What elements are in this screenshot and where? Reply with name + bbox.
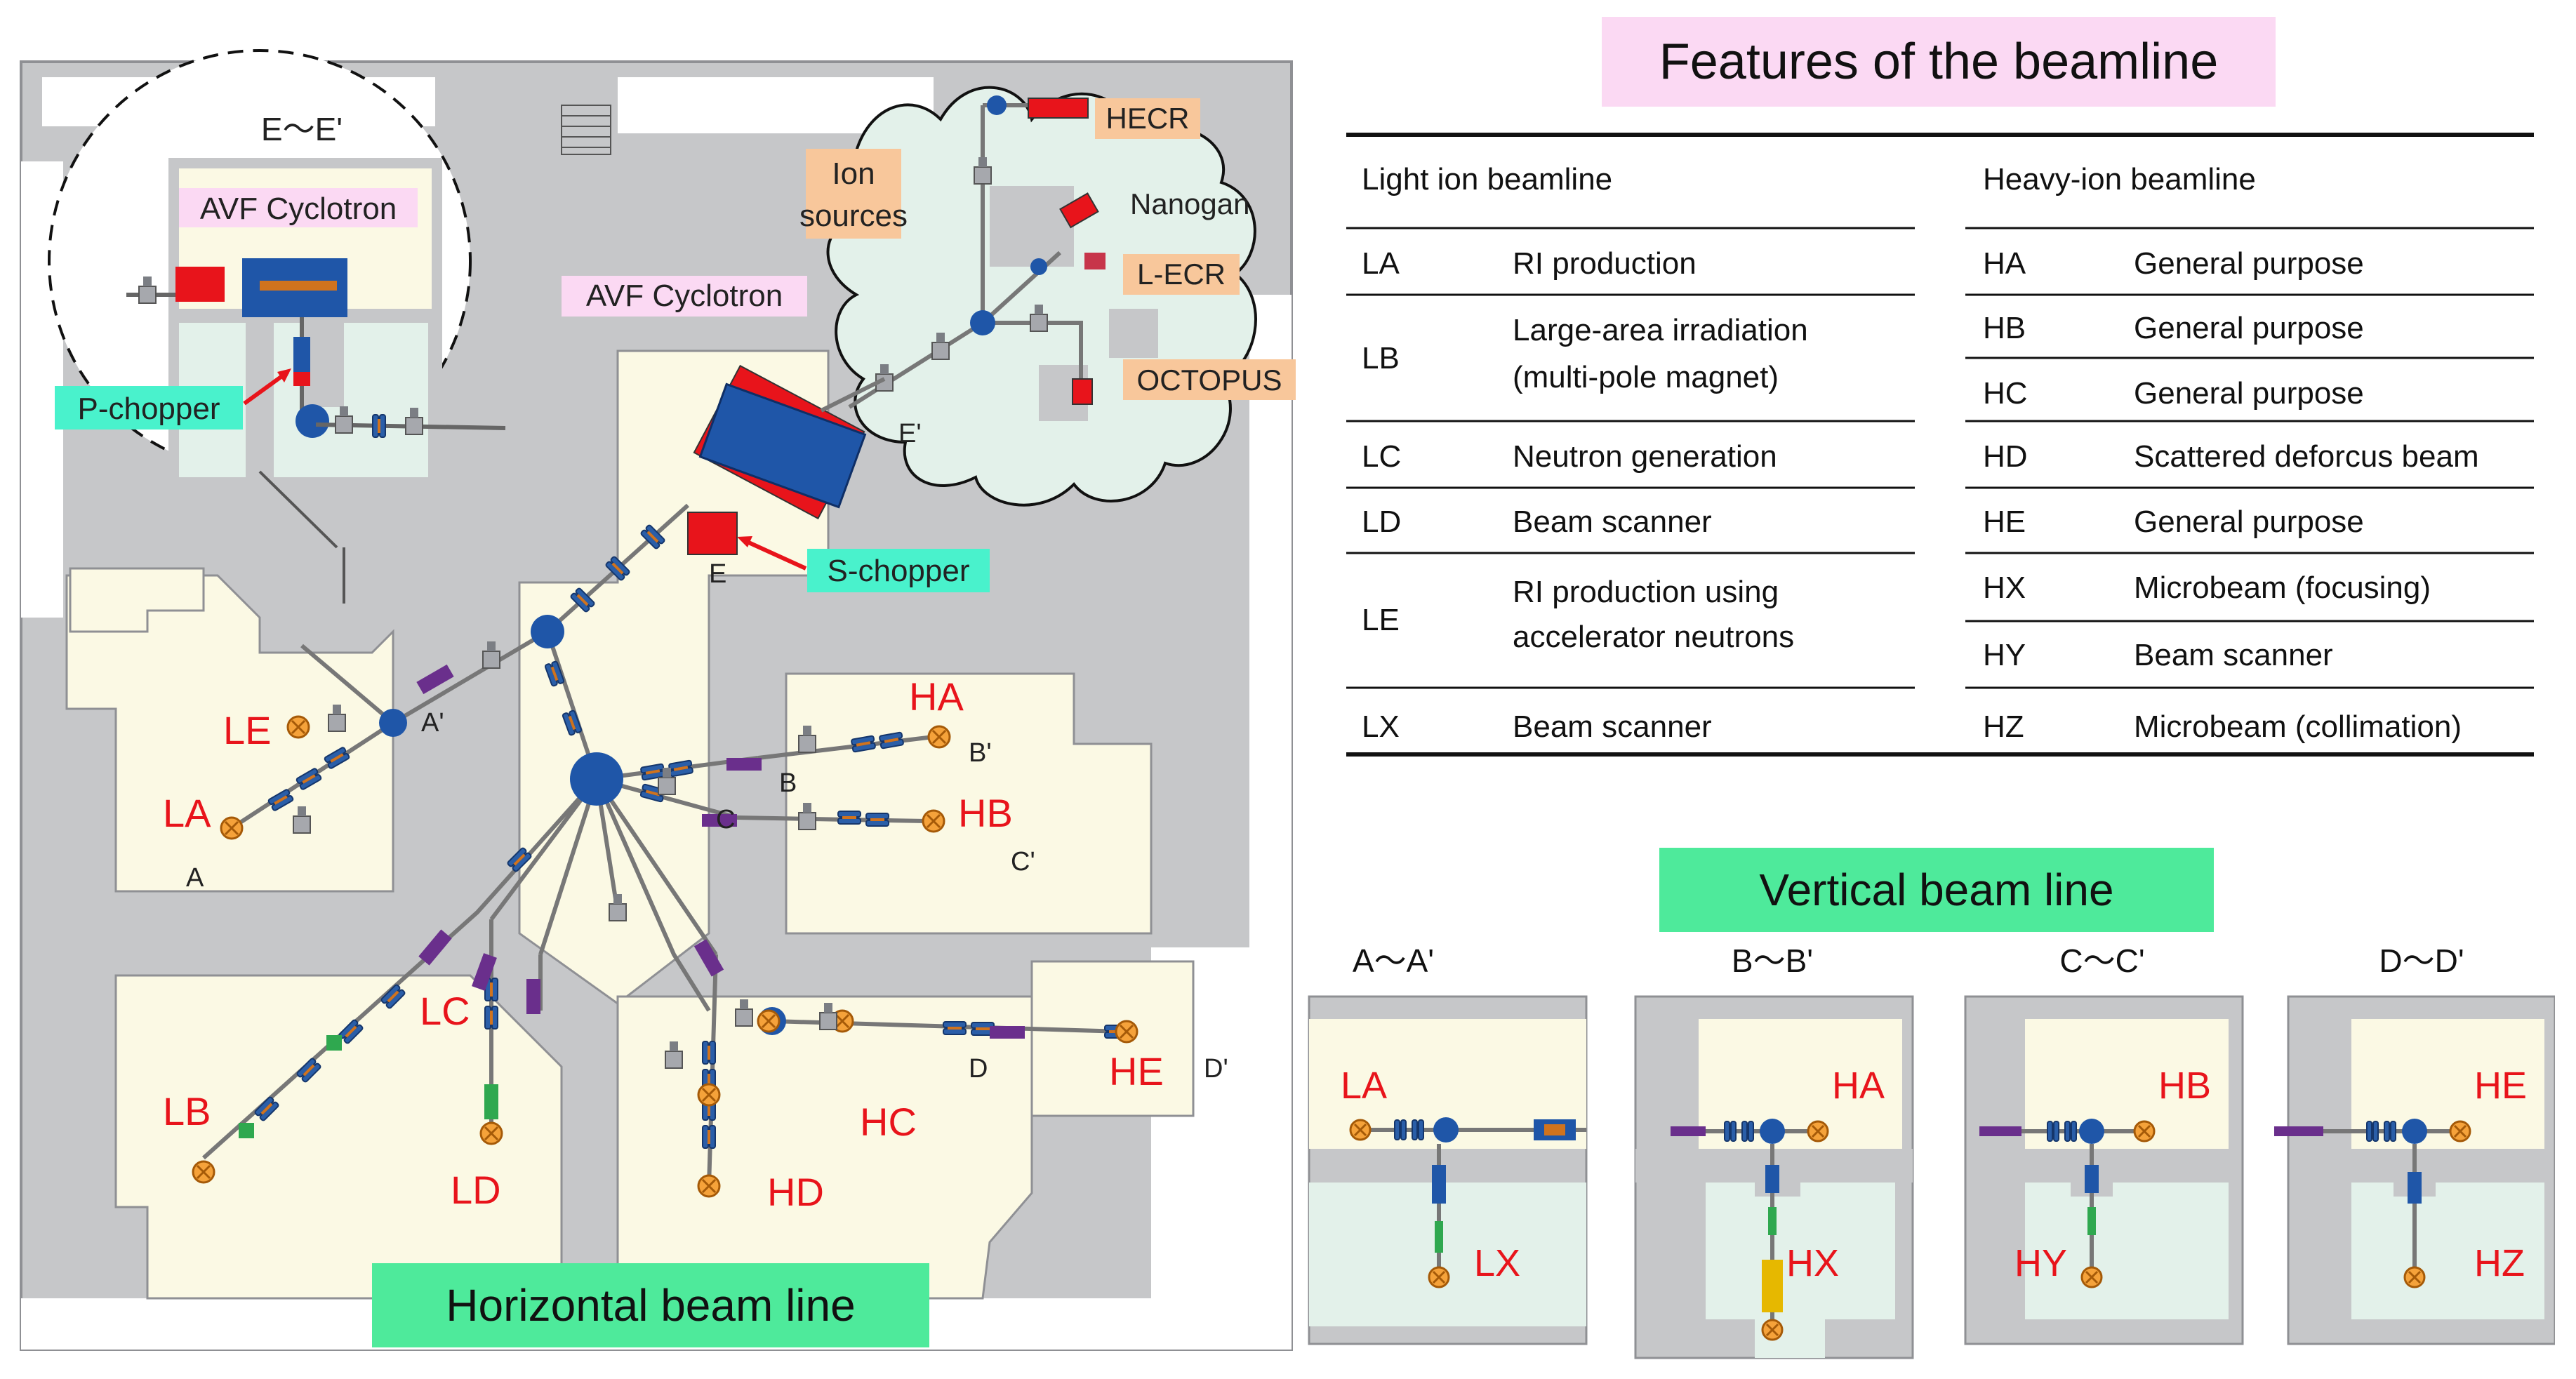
vpanel-b-section: B～B': [1732, 942, 1813, 979]
ion-sources-label-line1: Ion: [832, 156, 875, 191]
heavy-row-ha-desc: General purpose: [2134, 246, 2364, 281]
s-chopper-label: S-chopper: [827, 554, 969, 588]
features-title: Features of the beamline: [1602, 17, 2276, 107]
section-mark-c-prime: C': [1011, 847, 1035, 877]
source-octopus-label: OCTOPUS: [1137, 364, 1282, 397]
heavy-row-hc-code: HC: [1983, 376, 2028, 411]
heavy-row-he-code: HE: [1983, 505, 2026, 539]
ion-sources-label-line2: sources: [799, 199, 908, 233]
light-row-ld-desc: Beam scanner: [1513, 505, 1712, 539]
heavy-row-hz-desc: Microbeam (collimation): [2134, 710, 2462, 744]
source-nanogan-label: Nanogan: [1130, 187, 1249, 220]
source-hecr-label: HECR: [1106, 102, 1189, 135]
light-row-la-code: LA: [1362, 246, 1400, 281]
vpanel-c-section: C～C': [2059, 942, 2144, 979]
vpanel-a-top-label: LA: [1341, 1065, 1387, 1107]
light-row-lc-desc: Neutron generation: [1513, 439, 1777, 474]
vertical-beamline-panels: A～A' LA LX B～B' HA HX C～C' HB HY D～D' HE: [1308, 942, 2555, 1359]
heavy-row-hx-desc: Microbeam (focusing): [2134, 571, 2431, 605]
light-row-ld-code: LD: [1362, 505, 1401, 539]
heavy-row-hb-desc: General purpose: [2134, 311, 2364, 345]
heavy-row-hy-code: HY: [1983, 638, 2026, 672]
heavy-row-hc-desc: General purpose: [2134, 376, 2364, 411]
vpanel-c-top-label: HB: [2158, 1065, 2211, 1107]
heavy-row-hz-code: HZ: [1983, 710, 2024, 744]
heavy-row-hb-code: HB: [1983, 311, 2026, 345]
heavy-row-ha-code: HA: [1983, 246, 2026, 281]
inset-avf-label: AVF Cyclotron: [200, 192, 397, 226]
heavy-row-hd-desc: Scattered deforcus beam: [2134, 439, 2479, 474]
beamline-hd-label: HD: [767, 1170, 824, 1214]
heavy-ion-header: Heavy-ion beamline: [1983, 162, 2256, 196]
section-mark-c: C: [716, 805, 735, 834]
vpanel-a-section: A～A': [1353, 942, 1434, 979]
section-mark-d-prime: D': [1204, 1054, 1228, 1084]
features-table: Light ion beamline Heavy-ion beamline LA…: [1346, 133, 2534, 757]
heavy-row-hx-code: HX: [1983, 571, 2026, 605]
light-ion-header: Light ion beamline: [1362, 162, 1612, 196]
p-chopper-label: P-chopper: [77, 392, 220, 426]
light-row-lx-desc: Beam scanner: [1513, 710, 1712, 744]
beamline-la-label: LA: [163, 791, 211, 835]
inset-section-label: E～E': [261, 111, 343, 147]
vpanel-d-section: D～D': [2379, 942, 2464, 979]
section-mark-b: B: [779, 768, 797, 798]
beamline-hb-label: HB: [958, 791, 1013, 835]
light-row-le-desc-2: accelerator neutrons: [1513, 620, 1794, 654]
heavy-row-hd-code: HD: [1983, 439, 2028, 474]
section-mark-b-prime: B': [969, 738, 992, 768]
light-row-lb-desc-2: (multi-pole magnet): [1513, 360, 1779, 394]
beamline-hc-label: HC: [860, 1100, 917, 1144]
room-ha-hb: [785, 672, 1153, 935]
vpanel-c-bottom-label: HY: [2014, 1242, 2067, 1284]
section-mark-a: A: [186, 863, 204, 893]
vpanel-d-top-label: HE: [2474, 1065, 2527, 1107]
light-row-lx-code: LX: [1362, 710, 1400, 744]
beamline-he-label: HE: [1109, 1049, 1164, 1093]
facility-floor-plan: E～E' AVF Cyclotron P-chopper Ion sources…: [20, 49, 1296, 1351]
vpanel-a-bottom-label: LX: [1474, 1242, 1520, 1284]
room-hc-hd: [616, 995, 1033, 1300]
beamline-lb-label: LB: [163, 1089, 211, 1133]
light-row-lb-desc-1: Large-area irradiation: [1513, 313, 1808, 347]
avf-cyclotron-label: AVF Cyclotron: [586, 279, 783, 313]
beamline-ha-label: HA: [909, 674, 964, 719]
light-row-lb-code: LB: [1362, 341, 1400, 375]
beamline-le-label: LE: [223, 708, 272, 752]
room-he: [1030, 960, 1195, 1117]
light-row-le-code: LE: [1362, 603, 1400, 637]
vpanel-b-bottom-label: HX: [1786, 1242, 1839, 1284]
vertical-beam-line-title: Vertical beam line: [1659, 848, 2214, 932]
light-row-le-desc-1: RI production using: [1513, 575, 1779, 609]
section-mark-d: D: [969, 1054, 988, 1084]
light-row-la-desc: RI production: [1513, 246, 1697, 281]
heavy-row-hy-desc: Beam scanner: [2134, 638, 2333, 672]
vpanel-d-bottom-label: HZ: [2474, 1242, 2525, 1284]
section-mark-a-prime: A': [421, 708, 444, 738]
light-row-lc-code: LC: [1362, 439, 1401, 474]
source-lecr-label: L-ECR: [1137, 258, 1226, 291]
vpanel-b-top-label: HA: [1832, 1065, 1885, 1107]
section-mark-e: E: [709, 559, 726, 589]
heavy-row-he-desc: General purpose: [2134, 505, 2364, 539]
beamline-ld-label: LD: [451, 1168, 501, 1212]
horizontal-beam-line-title: Horizontal beam line: [372, 1263, 929, 1347]
beamline-lc-label: LC: [420, 989, 470, 1033]
section-mark-e-prime: E': [898, 419, 922, 448]
